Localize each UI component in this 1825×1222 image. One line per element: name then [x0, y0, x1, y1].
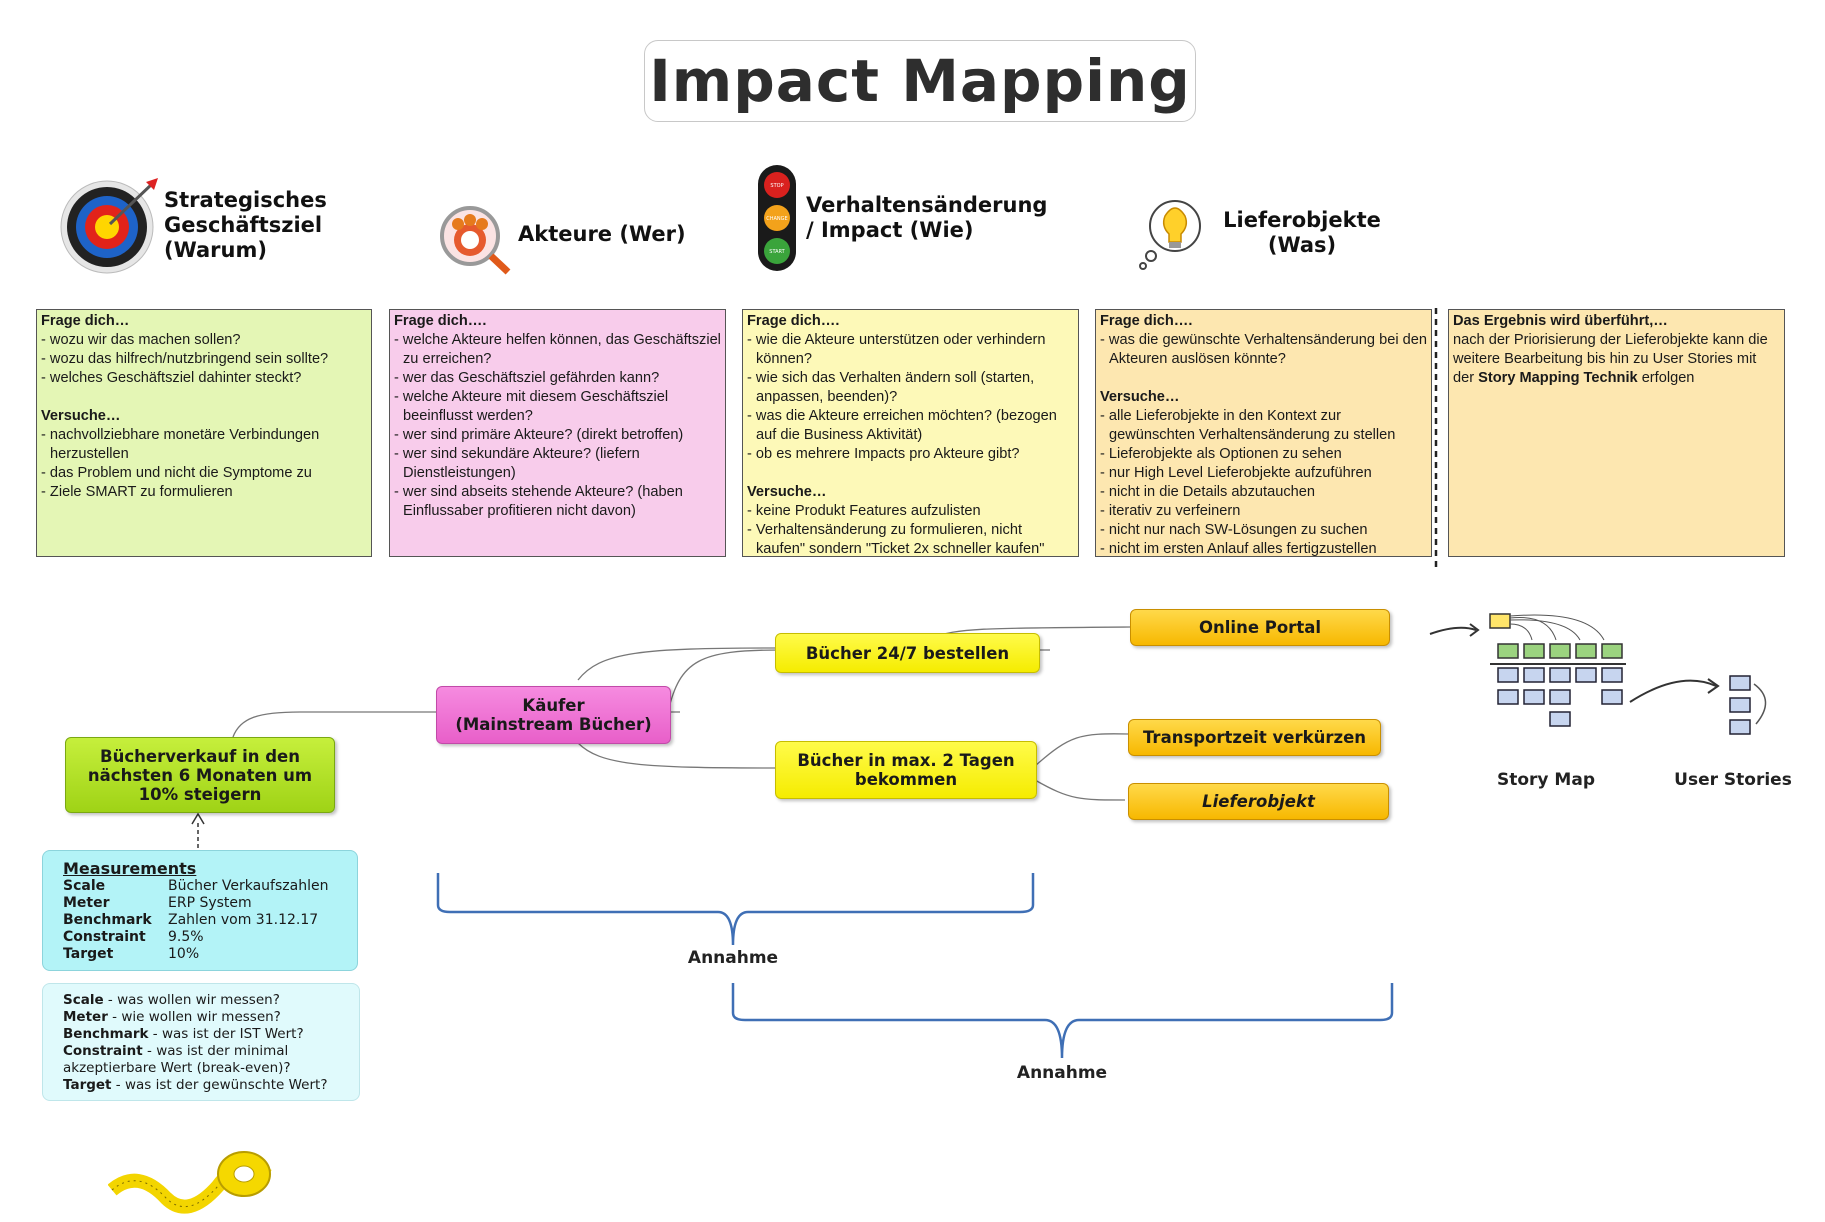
story-map-icon — [1428, 604, 1628, 738]
svg-text:CHANGE: CHANGE — [766, 216, 787, 222]
assumption-label-2: Annahme — [1016, 1063, 1108, 1083]
result-box: Das Ergebnis wird überführt,… nach der P… — [1448, 309, 1785, 557]
lightbulb-icon — [1137, 194, 1207, 278]
header-deliverables: Lieferobjekte(Was) — [1223, 208, 1381, 257]
header-actors: Akteure (Wer) — [518, 222, 686, 246]
story-map-label: Story Map — [1497, 770, 1595, 790]
svg-text:START: START — [769, 249, 785, 255]
user-stories-label: User Stories — [1674, 770, 1792, 790]
user-stories-icon — [1720, 672, 1780, 746]
target-icon — [60, 176, 160, 280]
impact-node-1[interactable]: Bücher 24/7 bestellen — [775, 633, 1040, 673]
deliverable-node-transport[interactable]: Transportzeit verkürzen — [1128, 719, 1381, 756]
deliverable-node-placeholder[interactable]: Lieferobjekt — [1128, 783, 1389, 820]
actors-guidance-box: Frage dich…. - welche Akteure helfen kön… — [389, 309, 726, 557]
actors-magnifier-icon — [436, 200, 512, 280]
impact-guidance-box: Frage dich…. - wie die Akteure unterstüt… — [742, 309, 1079, 557]
svg-text:STOP: STOP — [770, 183, 783, 189]
goal-node[interactable]: Bücherverkauf in den nächsten 6 Monaten … — [65, 737, 335, 813]
actor-node[interactable]: Käufer(Mainstream Bücher) — [436, 686, 671, 744]
goal-guidance-box: Frage dich… - wozu wir das machen sollen… — [36, 309, 372, 557]
assumption-label-1: Annahme — [687, 948, 779, 968]
traffic-light-icon: STOP CHANGE START — [756, 163, 798, 277]
deliverable-node-online-portal[interactable]: Online Portal — [1130, 609, 1390, 646]
measurements-legend-box: Scale - was wollen wir messen? Meter - w… — [42, 983, 360, 1101]
header-impact: Verhaltensänderung/ Impact (Wie) — [806, 193, 1048, 242]
tape-measure-icon — [107, 1128, 273, 1222]
deliverables-guidance-box: Frage dich…. - was die gewünschte Verhal… — [1095, 309, 1432, 557]
page-title: Impact Mapping — [644, 40, 1196, 122]
